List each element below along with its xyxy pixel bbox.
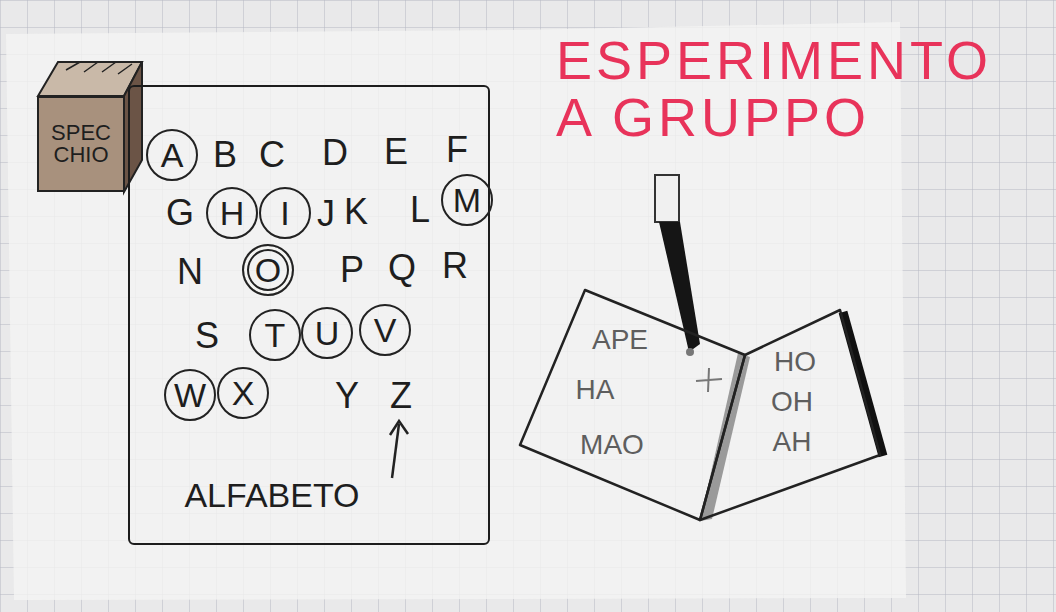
letter: L — [410, 192, 430, 228]
page-outline — [700, 310, 880, 520]
mirror-page: APE HA MAO — [520, 290, 745, 520]
mirror-word: HA — [576, 376, 615, 404]
circled-letter: H — [206, 187, 258, 239]
letter: T — [265, 318, 286, 352]
circled-letter: M — [441, 174, 493, 226]
alphabet-sheet: A H I M OTUV WX BC DE F G JK L N PQR S YZ ALFABETO — [128, 85, 490, 545]
mirror-page: HO OH AH — [700, 310, 880, 520]
letter: Q — [388, 250, 416, 286]
circled-letter: X — [217, 367, 269, 419]
circled-letter: V — [359, 304, 411, 356]
letter: Y — [335, 378, 359, 414]
letter: O — [255, 253, 281, 287]
letter: X — [232, 376, 255, 410]
circled-letter: U — [301, 307, 353, 359]
page-outline — [520, 290, 745, 520]
letter: P — [340, 252, 364, 288]
letter: F — [446, 132, 468, 168]
letter: M — [453, 183, 481, 217]
letter: W — [174, 378, 206, 412]
letter: R — [442, 248, 468, 284]
letter: N — [177, 254, 203, 290]
box-side — [124, 62, 142, 192]
circled-letter: A — [146, 129, 198, 181]
mirror-word: HO — [774, 348, 816, 376]
letter: B — [213, 137, 237, 173]
mirror-word: MAO — [580, 431, 644, 459]
box-hatch — [66, 62, 132, 74]
circled-letter: O — [242, 244, 294, 296]
box-label: SPEC CHIO — [43, 122, 119, 166]
pen-cap — [655, 175, 679, 222]
plus-mark — [696, 368, 722, 392]
letter: S — [195, 318, 219, 354]
mirror-box: SPEC CHIO — [37, 96, 125, 192]
page-outline-layer — [520, 290, 745, 520]
letter: V — [374, 313, 397, 347]
book-edge — [843, 312, 883, 456]
letter: U — [315, 316, 340, 350]
letter: J — [317, 196, 335, 232]
letter: ALFABETO — [184, 478, 359, 512]
mirror-word: OH — [771, 388, 813, 416]
letter: A — [161, 138, 184, 172]
letter: I — [280, 196, 289, 230]
letter: C — [259, 137, 285, 173]
mirror-word: AH — [773, 428, 812, 456]
circled-letter: I — [259, 187, 311, 239]
letter: E — [384, 134, 408, 170]
title: ESPERIMENTO A GRUPPO — [556, 30, 992, 147]
arrow-head — [390, 421, 408, 435]
circled-letter: T — [249, 309, 301, 361]
letter: H — [220, 196, 245, 230]
title-block: ESPERIMENTO A GRUPPO — [556, 32, 1036, 145]
letter: Z — [390, 378, 412, 414]
circled-letter: W — [164, 369, 216, 421]
pen-tip — [686, 348, 694, 356]
letter: K — [344, 194, 368, 230]
letter: D — [322, 135, 348, 171]
pen-body — [659, 222, 700, 352]
mirror-word: APE — [592, 326, 648, 354]
letter: G — [166, 195, 194, 231]
